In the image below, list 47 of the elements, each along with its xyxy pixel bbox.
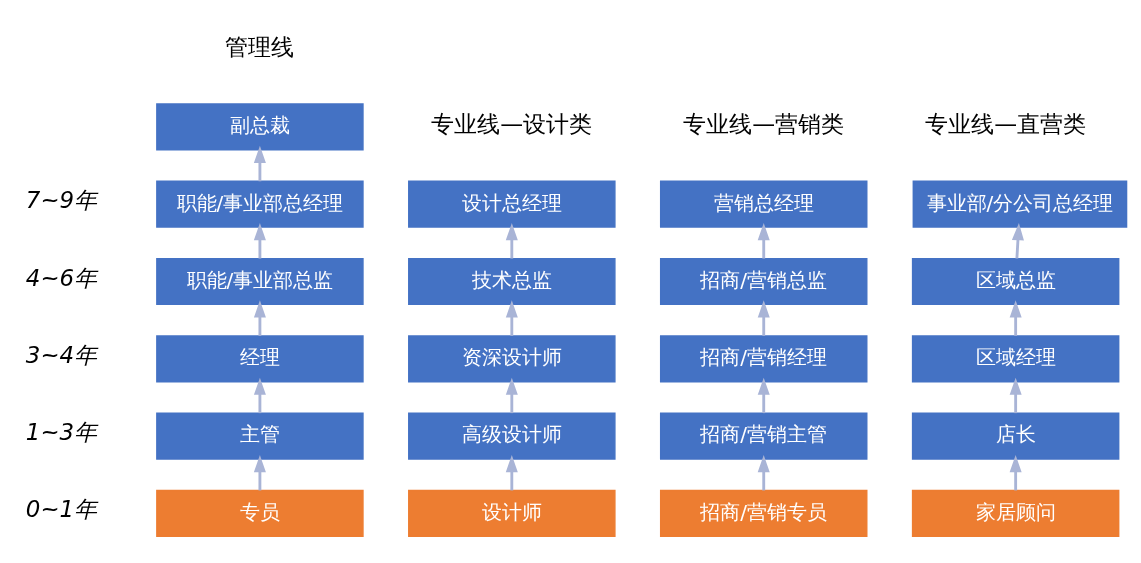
label: 7~9年 (25, 187, 98, 214)
arrow (505, 223, 518, 259)
node-box: 专员 (156, 489, 364, 537)
label: 专业线—设计类 (431, 111, 593, 138)
node-box: 设计总经理 (408, 180, 616, 228)
node-box: 店长 (911, 412, 1120, 460)
label: 1~3年 (25, 419, 98, 446)
node-box: 招商/营销专员 (659, 489, 868, 537)
label: 专业线—直营类 (925, 111, 1087, 138)
arrow (253, 454, 266, 491)
label: 3~4年 (25, 341, 98, 368)
node-box: 家居顾问 (911, 489, 1120, 537)
node-box: 营销总经理 (659, 180, 868, 228)
node-box: 招商/营销主管 (659, 412, 868, 460)
node-box: 高级设计师 (408, 412, 616, 460)
node-box: 招商/营销经理 (659, 335, 868, 383)
arrow (1009, 377, 1022, 414)
node-box: 招商/营销总监 (659, 257, 868, 306)
node-box: 区域总监 (911, 257, 1120, 306)
node-box: 资深设计师 (408, 335, 616, 383)
arrow (505, 454, 518, 491)
arrow (1011, 223, 1024, 259)
arrow (253, 300, 266, 336)
arrow (253, 145, 266, 182)
arrow (1009, 300, 1022, 336)
node-box: 主管 (156, 412, 364, 460)
node-box: 职能/事业部总经理 (156, 180, 364, 228)
arrow (253, 377, 266, 414)
arrow (757, 454, 770, 491)
arrow (1009, 454, 1022, 491)
node-box: 设计师 (408, 489, 616, 537)
node-box: 副总裁 (156, 103, 364, 151)
arrow (505, 300, 518, 336)
arrow (757, 300, 770, 336)
label: 4~6年 (25, 264, 98, 291)
arrow (757, 223, 770, 259)
label: 专业线—营销类 (683, 111, 845, 138)
label: 0~1年 (25, 496, 98, 523)
node-box: 经理 (156, 335, 364, 383)
node-box: 区域经理 (911, 335, 1120, 383)
node-box: 事业部/分公司总经理 (912, 180, 1128, 228)
node-box: 职能/事业部总监 (156, 257, 364, 306)
node-box: 技术总监 (408, 257, 616, 306)
arrow (253, 223, 266, 259)
label: 管理线 (225, 34, 295, 61)
arrow (757, 377, 770, 414)
arrow (505, 377, 518, 414)
